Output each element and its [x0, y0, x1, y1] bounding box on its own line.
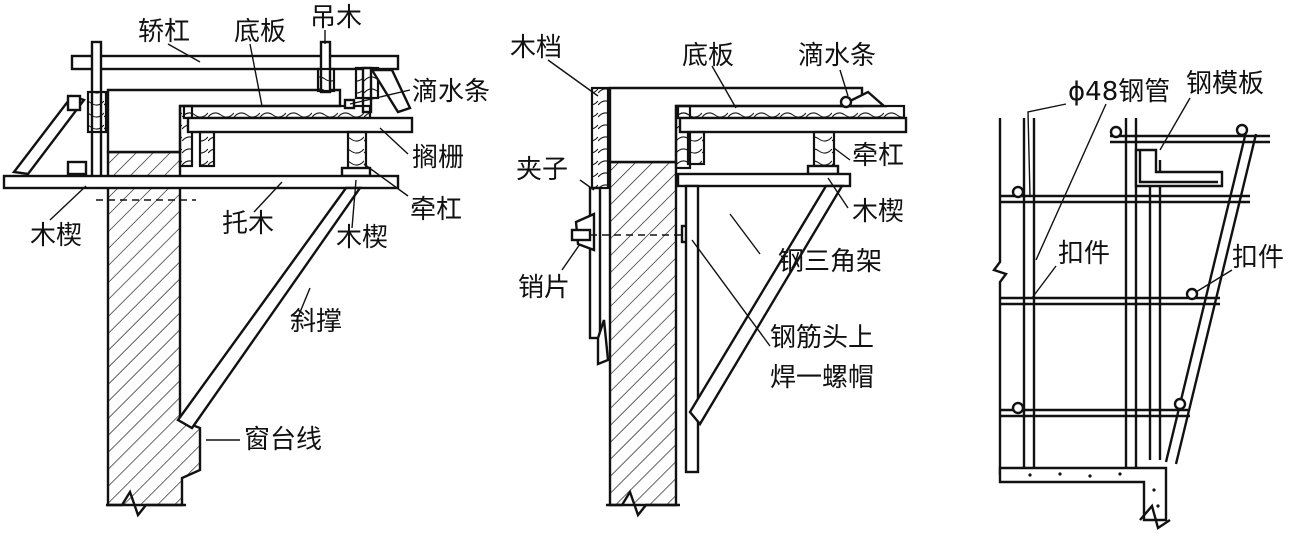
gezha-beam — [186, 116, 414, 134]
label-gangsanjiaojia: 钢三角架 — [778, 247, 882, 277]
mudang-timber — [590, 86, 610, 190]
gangsanjiaojia-post — [684, 184, 700, 474]
label-diaomu: 吊木 — [310, 3, 362, 33]
diban-plate-b — [676, 104, 906, 120]
diaomu-block — [316, 67, 336, 93]
wall-b — [608, 160, 678, 507]
label-diban-b: 底板 — [682, 41, 734, 71]
jiazi-clip — [588, 186, 602, 340]
label-koujian-left: 扣件 — [1058, 239, 1110, 269]
jiaogang-beam — [70, 54, 400, 71]
label-qiangang-a: 牵杠 — [410, 195, 462, 225]
label-xiaopian: 销片 — [518, 273, 570, 303]
label-muxie-left: 木楔 — [30, 221, 82, 251]
diban-plate-a — [182, 104, 372, 120]
label-qiangang-b: 牵杠 — [852, 141, 904, 171]
label-gezha: 搁栅 — [412, 143, 464, 173]
tuomu-board — [2, 174, 400, 190]
label-gangjin-line2: 焊一螺帽 — [770, 363, 874, 393]
label-gangguan: ϕ48钢管 — [1068, 77, 1170, 107]
label-dishuitiao-b: 滴水条 — [798, 41, 876, 71]
label-xiecheng: 斜撑 — [290, 307, 342, 337]
figure-b: 木档 底板 滴水条 夹子 牵杠 木楔 销片 钢三角架 钢筋头上 焊一螺帽 — [510, 33, 908, 518]
gangmuban-form — [1134, 148, 1224, 188]
label-diban-a: 底板 — [234, 17, 286, 47]
label-jiaogang: 轿杠 — [138, 17, 190, 47]
label-jiazi: 夹子 — [516, 155, 568, 185]
label-chuangtaixian: 窗台线 — [244, 425, 322, 455]
label-muxie-b: 木楔 — [852, 197, 904, 227]
label-tuomu: 托木 — [222, 209, 274, 239]
label-muxie-mid: 木楔 — [336, 223, 388, 253]
label-koujian-right: 扣件 — [1232, 243, 1284, 273]
label-dishuitiao-a: 滴水条 — [412, 77, 490, 107]
figure-c: ϕ48钢管 钢模板 扣件 扣件 — [992, 69, 1284, 530]
label-mudang: 木档 — [510, 33, 562, 63]
wall-a — [106, 150, 202, 507]
figure-a: 轿杠 底板 吊木 滴水条 搁栅 牵杠 木楔 托木 木楔 斜撑 窗台线 — [2, 3, 490, 518]
label-gangmuban: 钢模板 — [1186, 69, 1264, 99]
coupler — [1011, 185, 1025, 199]
label-gangjin-line1: 钢筋头上 — [770, 323, 874, 353]
